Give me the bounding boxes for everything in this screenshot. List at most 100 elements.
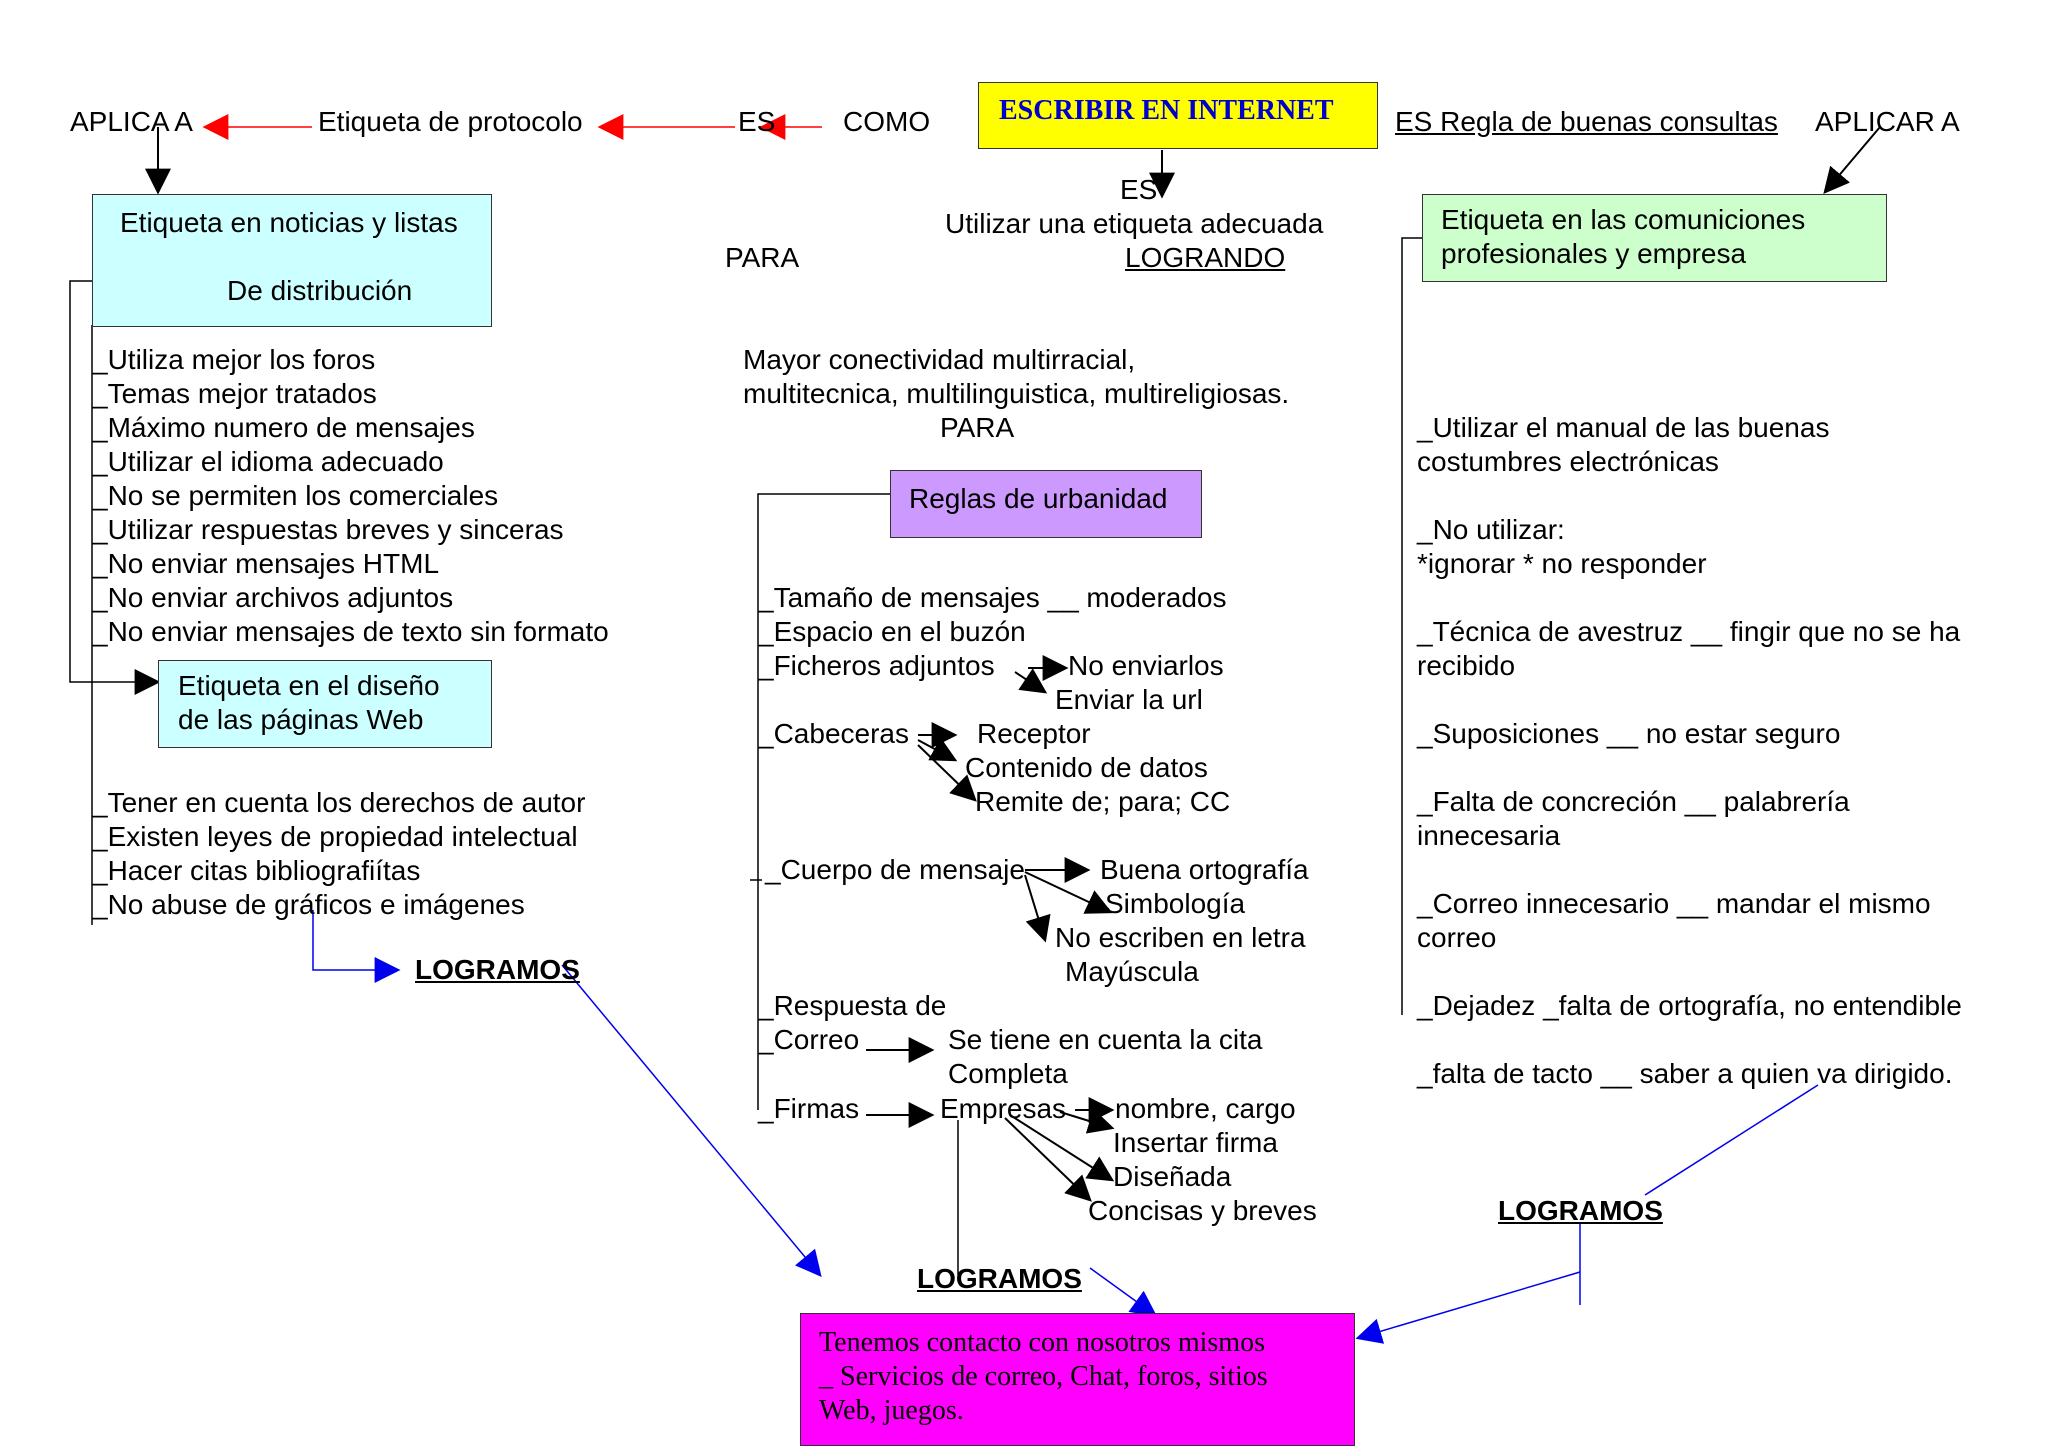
box-comunicaciones-line2: profesionales y empresa [1441,238,1747,269]
arrow-aplicar-right-box [1823,126,1881,194]
left-bracket-1 [69,280,161,695]
arrow-emp-disenada [1009,1114,1115,1182]
arrow-right-logramos-bottom [1355,1271,1581,1344]
item-respuesta-1: _Respuesta de [758,990,947,1021]
diseno-item-3: _No abuse de gráficos e imágenes [92,889,525,920]
item-concisas: Concisas y breves [1088,1195,1317,1226]
right-item-10: correo [1417,922,1497,953]
arrow-left-logramos-to-bottom [561,964,822,1277]
resultado-line2: _ Servicios de correo, Chat, foros, siti… [819,1361,1268,1392]
arrow-to-left-logramos [312,910,401,983]
right-item-5: recibido [1417,650,1516,681]
item-receptor: Receptor [977,718,1091,749]
noticias-item-6: _No enviar mensajes HTML [92,548,440,579]
item-ficheros: _Ficheros adjuntos [758,650,995,681]
es-center-label: ES [1120,174,1158,205]
line-right-to-logramos [1644,1084,1819,1196]
es-regla-label: ES Regla de buenas consultas [1395,106,1778,137]
right-item-0: _Utilizar el manual de las buenas [1417,412,1830,443]
item-contenido: Contenido de datos [965,752,1208,783]
box-comunicaciones: Etiqueta en las comuniciones profesional… [1422,194,1887,282]
right-item-11: _Dejadez _falta de ortografía, no entend… [1417,990,1962,1021]
item-cabeceras: _Cabeceras [758,718,909,749]
para-center-label: PARA [940,412,1015,443]
noticias-item-4: _No se permiten los comerciales [92,480,499,511]
arrow-cab-remite [917,744,977,802]
item-enviar-url: Enviar la url [1055,684,1203,715]
item-nombre-cargo: nombre, cargo [1115,1093,1296,1124]
arrow-ficheros-url [1014,668,1048,694]
box-reglas-urbanidad: Reglas de urbanidad [890,470,1202,538]
para-left-label: PARA [725,242,800,273]
box-noticias-line2: De distribución [227,275,413,306]
item-firmas: _Firmas [758,1093,860,1124]
resultado-line1: Tenemos contacto con nosotros mismos [819,1327,1265,1358]
utilizar-label: Utilizar una etiqueta adecuada [945,208,1324,239]
arrow-emp-concisas [1004,1117,1092,1202]
noticias-item-5: _Utilizar respuestas breves y sinceras [92,514,564,545]
item-insertar-firma: Insertar firma [1113,1127,1278,1158]
box-noticias-line1: Etiqueta en noticias y listas [120,207,458,238]
right-item-3: *ignorar * no responder [1417,548,1707,579]
logrando-label: LOGRANDO [1125,242,1286,273]
box-reglas-text: Reglas de urbanidad [909,483,1168,514]
arrow-cab-contenido [917,737,958,762]
noticias-item-7: _No enviar archivos adjuntos [92,582,454,613]
mayor-line1: Mayor conectividad multirracial, [743,344,1136,375]
diseno-item-2: _Hacer citas bibliografiítas [92,855,421,886]
item-disenada: Diseñada [1113,1161,1232,1192]
item-respuesta-2: _Correo [758,1024,860,1055]
resultado-line3: Web, juegos. [819,1395,964,1426]
item-remite: Remite de; para; CC [975,786,1231,817]
item-no-escriben-1: No escriben en letra [1055,922,1306,953]
arrow-emp-insertar [1059,1108,1115,1134]
right-item-4: _Técnica de avestruz __ fingir que no se… [1417,616,1961,647]
aplica-a-label: APLICA A [70,106,193,137]
arrow-cuerpo-mayus [1024,874,1051,943]
right-item-8: innecesaria [1417,820,1561,851]
list-diseno: _Tener en cuenta los derechos de autor_E… [92,786,585,922]
right-item-9: _Correo innecesario __ mandar el mismo [1417,888,1931,919]
es-label: ES [738,106,776,137]
title-text: ESCRIBIR EN INTERNET [999,95,1334,126]
item-espacio: _Espacio en el buzón [758,616,1026,647]
item-no-enviarlos: No enviarlos [1068,650,1224,681]
item-tamano: _Tamaño de mensajes __ moderados [758,582,1227,613]
right-bracket [1401,237,1425,1015]
right-item-6: _Suposiciones __ no estar seguro [1417,718,1841,749]
box-diseno-line2: de las páginas Web [178,704,424,735]
noticias-item-2: _Máximo numero de mensajes [92,412,475,443]
como-label: COMO [843,106,931,137]
etiqueta-protocolo-label: Etiqueta de protocolo [318,106,583,137]
item-empresas: Empresas [940,1093,1067,1124]
item-cita-2: Completa [948,1058,1068,1089]
item-cuerpo: _Cuerpo de mensaje [765,854,1025,885]
item-cita-1: Se tiene en cuenta la cita [948,1024,1263,1055]
logramos-right: LOGRAMOS [1498,1195,1663,1226]
mayor-line2: multitecnica, multilinguistica, multirel… [743,378,1290,409]
logramos-left: LOGRAMOS [415,954,580,985]
box-diseno-line1: Etiqueta en el diseño [178,670,440,701]
box-resultado: Tenemos contacto con nosotros mismos _ S… [800,1313,1355,1446]
noticias-item-0: _Utiliza mejor los foros [92,344,376,375]
box-comunicaciones-line1: Etiqueta en las comuniciones [1441,204,1806,235]
aplicar-a-label: APLICAR A [1815,106,1960,137]
item-simbologia: Simbología [1105,888,1246,919]
right-item-1: costumbres electrónicas [1417,446,1719,477]
right-item-2: _No utilizar: [1417,514,1565,545]
center-bracket [757,493,890,1110]
item-ortografia: Buena ortografía [1100,854,1309,885]
diseno-item-0: _Tener en cuenta los derechos de autor [92,787,586,818]
right-item-7: _Falta de concreción __ palabrería [1417,786,1850,817]
title-box: ESCRIBIR EN INTERNET [978,82,1378,149]
item-no-escriben-2: Mayúscula [1065,956,1199,987]
right-item-12: _falta de tacto __ saber a quien va diri… [1417,1058,1953,1089]
noticias-item-3: _Utilizar el idioma adecuado [92,446,444,477]
box-diseno-web: Etiqueta en el diseño de las páginas Web [158,660,492,748]
arrow-cuerpo-simb [1024,871,1113,914]
arrow-center-logramos-bottom [1089,1267,1158,1317]
list-noticias: _Utiliza mejor los foros_Temas mejor tra… [92,343,609,649]
noticias-item-8: _No enviar mensajes de texto sin formato [92,616,609,647]
